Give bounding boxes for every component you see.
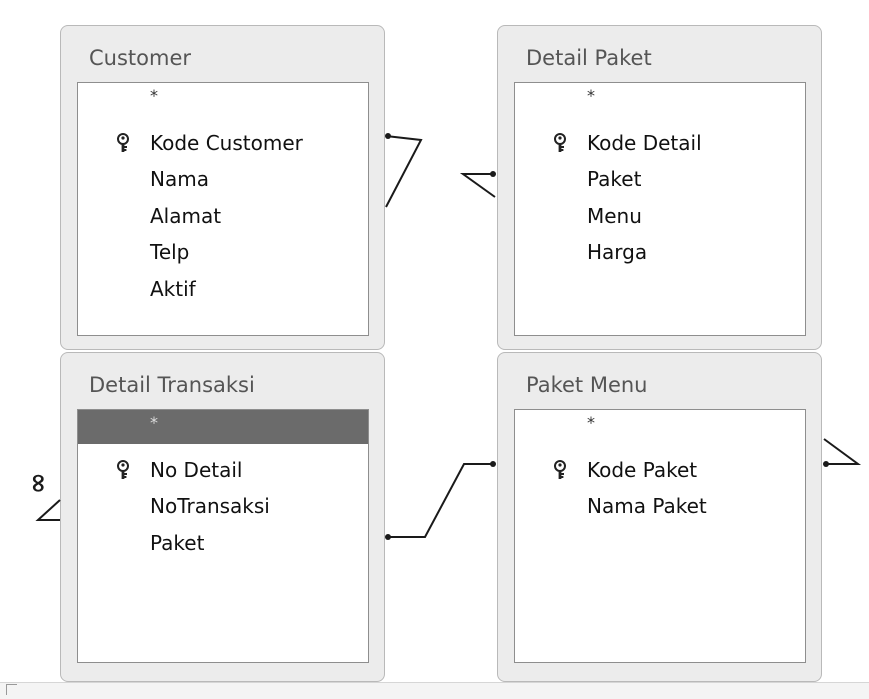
key-icon — [554, 459, 566, 479]
field-label: Paket — [150, 530, 205, 555]
field-label: Telp — [150, 240, 190, 264]
field-label: Aktif — [150, 276, 196, 301]
field-label: Kode Paket — [587, 457, 698, 482]
relation-endpoint-dot — [385, 133, 391, 139]
field-label: NoTransaksi — [150, 494, 270, 518]
many-side-infinity-symbol: ∞ — [23, 472, 53, 494]
status-strip — [0, 682, 869, 699]
field-row-all[interactable]: * — [515, 83, 805, 117]
field-row[interactable]: No Detail — [78, 453, 368, 487]
table-title[interactable]: Detail Transaksi — [89, 373, 255, 397]
table-title[interactable]: Customer — [89, 46, 192, 70]
corner-marker — [6, 684, 17, 695]
relation-detail-paket-line[interactable] — [459, 173, 496, 198]
field-label: Kode Detail — [587, 130, 702, 155]
field-row[interactable]: Aktif — [78, 272, 368, 306]
all-fields-asterisk: * — [150, 86, 158, 105]
relation-detail-transaksi-line[interactable] — [35, 499, 61, 521]
field-row[interactable]: Kode Detail — [515, 126, 805, 160]
field-label: Kode Customer — [150, 130, 303, 155]
field-row[interactable]: Telp — [78, 235, 368, 269]
field-label: Harga — [587, 240, 648, 264]
relation-endpoint-dot — [385, 534, 391, 540]
field-row[interactable]: Kode Paket — [515, 453, 805, 487]
key-icon — [554, 132, 566, 152]
key-icon — [117, 459, 129, 479]
relation-paket-link-line[interactable] — [386, 463, 495, 538]
relation-customer-line[interactable] — [385, 135, 423, 208]
relation-endpoint-dot — [823, 461, 829, 467]
key-icon — [117, 132, 129, 152]
field-row[interactable]: Nama Paket — [515, 489, 805, 523]
field-row[interactable]: Nama — [78, 162, 368, 196]
relation-endpoint-dot — [490, 171, 496, 177]
table-title[interactable]: Detail Paket — [526, 46, 652, 70]
field-row-all[interactable]: * — [515, 410, 805, 444]
field-label: Paket — [587, 167, 642, 191]
field-row[interactable]: NoTransaksi — [78, 489, 368, 523]
field-label: Nama Paket — [587, 494, 707, 518]
field-label: Alamat — [150, 203, 222, 228]
field-row[interactable]: Paket — [515, 162, 805, 196]
field-row-all[interactable]: * — [78, 83, 368, 117]
field-label: Nama — [150, 167, 209, 191]
field-label: Menu — [587, 203, 642, 228]
all-fields-asterisk: * — [587, 413, 595, 432]
field-row[interactable]: Paket — [78, 526, 368, 560]
field-label: No Detail — [150, 457, 243, 482]
all-fields-asterisk: * — [587, 86, 595, 105]
relation-endpoint-dot — [490, 461, 496, 467]
field-row[interactable]: Harga — [515, 235, 805, 269]
all-fields-asterisk: * — [150, 413, 158, 432]
field-row[interactable]: Menu — [515, 199, 805, 233]
field-row[interactable]: Kode Customer — [78, 126, 368, 160]
field-row[interactable]: Alamat — [78, 199, 368, 233]
relation-paket-menu-line[interactable] — [823, 438, 862, 465]
table-title[interactable]: Paket Menu — [526, 373, 648, 397]
field-row-all[interactable]: * — [78, 410, 368, 444]
